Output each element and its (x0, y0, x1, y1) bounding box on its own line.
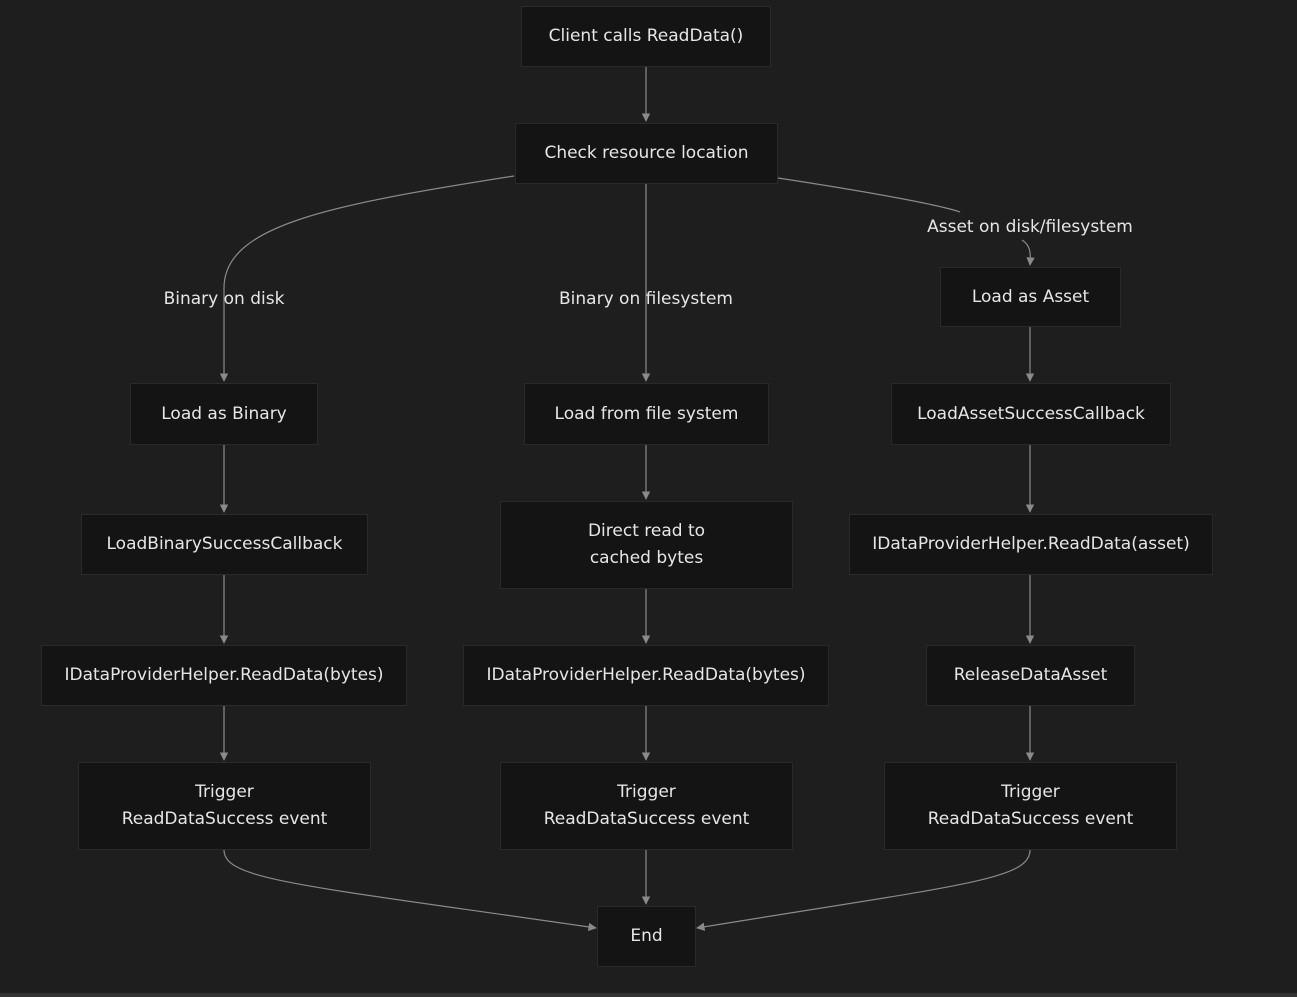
node-check-location-text: Check resource location (544, 143, 749, 163)
bottom-scrollbar-track (0, 993, 1297, 997)
node-trigger-left-text: Trigger ReadDataSuccess event (121, 782, 328, 829)
node-load-binary-text: Load as Binary (161, 403, 287, 424)
node-trigger-right-text: Trigger ReadDataSuccess event (927, 782, 1134, 829)
node-read-bytes-left: IDataProviderHelper.ReadData(bytes) (41, 645, 407, 706)
edge-trigger-right-end (696, 849, 1031, 931)
node-read-asset: IDataProviderHelper.ReadData(asset) (849, 514, 1213, 575)
node-end-text: End (630, 926, 663, 946)
node-binary-callback: LoadBinarySuccessCallback (81, 514, 368, 575)
node-load-file-system-text: Load from file system (554, 403, 739, 424)
node-direct-read: Direct read to cached bytes (500, 501, 793, 589)
edge-label-binary-filesystem: Binary on filesystem (559, 289, 733, 309)
node-trigger-mid-text: Trigger ReadDataSuccess event (543, 782, 750, 829)
node-read-bytes-mid-text: IDataProviderHelper.ReadData(bytes) (486, 665, 806, 685)
node-asset-callback: LoadAssetSuccessCallback (891, 383, 1171, 445)
node-start: Client calls ReadData() (521, 6, 771, 67)
node-load-asset-text: Load as Asset (971, 286, 1090, 307)
node-read-bytes-left-text: IDataProviderHelper.ReadData(bytes) (64, 665, 384, 685)
node-binary-callback-text: LoadBinarySuccessCallback (106, 534, 343, 554)
node-end: End (597, 906, 696, 967)
node-load-binary: Load as Binary (130, 383, 318, 445)
node-load-asset: Load as Asset (940, 267, 1121, 327)
edge-trigger-left-end (223, 849, 597, 932)
edge-check-load-binary (219, 175, 515, 382)
edge-check-load-asset (777, 177, 961, 213)
edge-label-binary-disk: Binary on disk (163, 289, 285, 309)
edge-label-asset-disk: Asset on disk/filesystem (927, 217, 1133, 237)
edge-asset-label-to-node (1021, 239, 1035, 266)
node-read-bytes-mid: IDataProviderHelper.ReadData(bytes) (463, 645, 829, 706)
node-start-text: Client calls ReadData() (548, 26, 744, 46)
node-release-asset-text: ReleaseDataAsset (953, 665, 1108, 685)
node-load-file-system: Load from file system (524, 383, 769, 445)
node-direct-read-text: Direct read to cached bytes (587, 521, 706, 568)
node-release-asset: ReleaseDataAsset (926, 645, 1135, 706)
node-trigger-mid: Trigger ReadDataSuccess event (500, 762, 793, 850)
node-trigger-left: Trigger ReadDataSuccess event (78, 762, 371, 850)
node-check-location: Check resource location (515, 123, 778, 184)
node-read-asset-text: IDataProviderHelper.ReadData(asset) (872, 534, 1190, 554)
node-trigger-right: Trigger ReadDataSuccess event (884, 762, 1177, 850)
node-asset-callback-text: LoadAssetSuccessCallback (917, 403, 1145, 424)
